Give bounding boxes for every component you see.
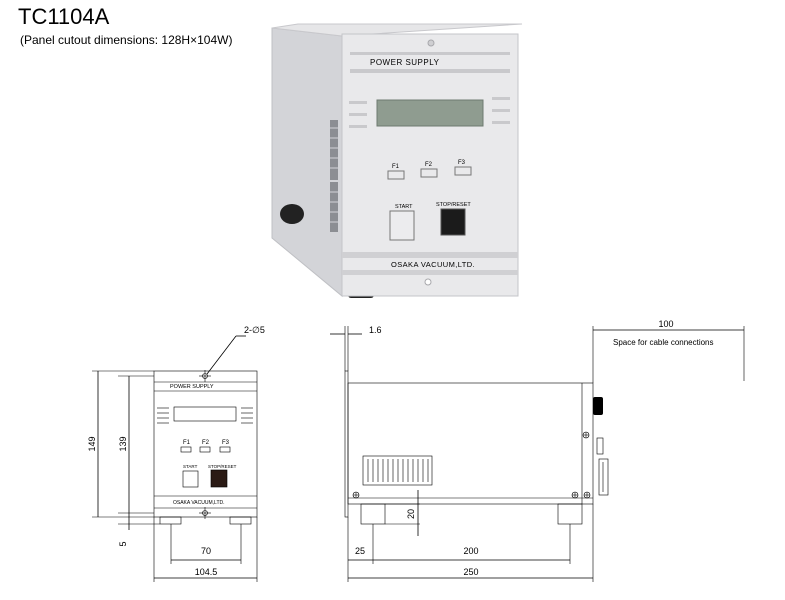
foot-height-dim-label: 20 <box>406 509 416 519</box>
front-offset-dim-label: 25 <box>355 546 365 556</box>
start-label: START <box>395 204 413 210</box>
case-top <box>271 23 523 37</box>
foot-spacing-dim-label: 70 <box>201 546 211 556</box>
foot <box>557 503 583 525</box>
side-screws <box>352 431 591 499</box>
cable-space-note: Space for cable connections <box>613 338 714 347</box>
stop-reset-button[interactable] <box>440 208 466 236</box>
side-vents <box>362 455 433 486</box>
f1-key <box>180 446 192 453</box>
start-label: START <box>183 464 198 469</box>
page-title: TC1104A <box>18 4 110 29</box>
panel-screw-icon <box>424 278 432 286</box>
f2-key <box>199 446 211 453</box>
f3-key[interactable] <box>454 166 472 176</box>
f1-key[interactable] <box>387 170 405 180</box>
f3-label: F3 <box>458 160 466 166</box>
f1-label: F1 <box>183 440 191 446</box>
side-vents <box>330 120 338 232</box>
height-inner-dim-label: 139 <box>118 436 128 451</box>
f3-key <box>219 446 231 453</box>
panel-thickness-dim-label: 1.6 <box>369 325 382 335</box>
cable-space-dim-label: 100 <box>658 319 673 329</box>
f3-label: F3 <box>222 440 230 446</box>
f1-label: F1 <box>392 164 400 170</box>
panel-slots <box>349 97 510 128</box>
maker-label: OSAKA VACUUM,LTD. <box>391 260 475 269</box>
stop-reset-label: STOP/RESET <box>208 464 237 469</box>
foot <box>229 516 252 525</box>
width-dim-label: 104.5 <box>195 567 218 577</box>
stop-reset-button <box>210 469 228 488</box>
rear-connector <box>596 437 604 455</box>
f2-label: F2 <box>425 162 433 168</box>
product-photo: POWER SUPPLY F1 F2 F3 START STOP/RESET O… <box>271 23 523 298</box>
maker-label: OSAKA VACUUM,LTD. <box>173 500 225 506</box>
foot <box>360 503 386 525</box>
stop-reset-label: STOP/RESET <box>436 202 471 208</box>
start-button[interactable] <box>389 210 415 241</box>
foot <box>159 516 182 525</box>
foot <box>280 204 304 224</box>
side-view-drawing: 1.6 100 Space for cable connections 20 2… <box>330 319 745 582</box>
lcd-display <box>376 99 484 127</box>
side-foot-spacing-dim-label: 200 <box>463 546 478 556</box>
panel-cutout-note: (Panel cutout dimensions: 128H×104W) <box>20 33 233 47</box>
foot-dim-label: 5 <box>118 541 128 546</box>
f2-label: F2 <box>202 440 210 446</box>
panel-screw-icon <box>427 39 435 47</box>
front-panel-plate <box>344 370 349 518</box>
start-button <box>182 470 199 488</box>
side-outline <box>347 382 594 505</box>
holes-dim-label: 2-∅5 <box>244 325 265 335</box>
front-outline <box>153 370 258 518</box>
f2-key[interactable] <box>420 168 438 178</box>
rear-connector <box>598 458 609 496</box>
front-view-drawing: POWER SUPPLY F1 F2 F3 START STOP/RESET O… <box>87 325 265 582</box>
height-total-dim-label: 149 <box>87 436 97 451</box>
rear-switch <box>593 397 603 415</box>
panel-title: POWER SUPPLY <box>370 58 440 67</box>
depth-dim-label: 250 <box>463 567 478 577</box>
lcd-display <box>173 406 237 422</box>
panel-title: POWER SUPPLY <box>170 384 214 390</box>
